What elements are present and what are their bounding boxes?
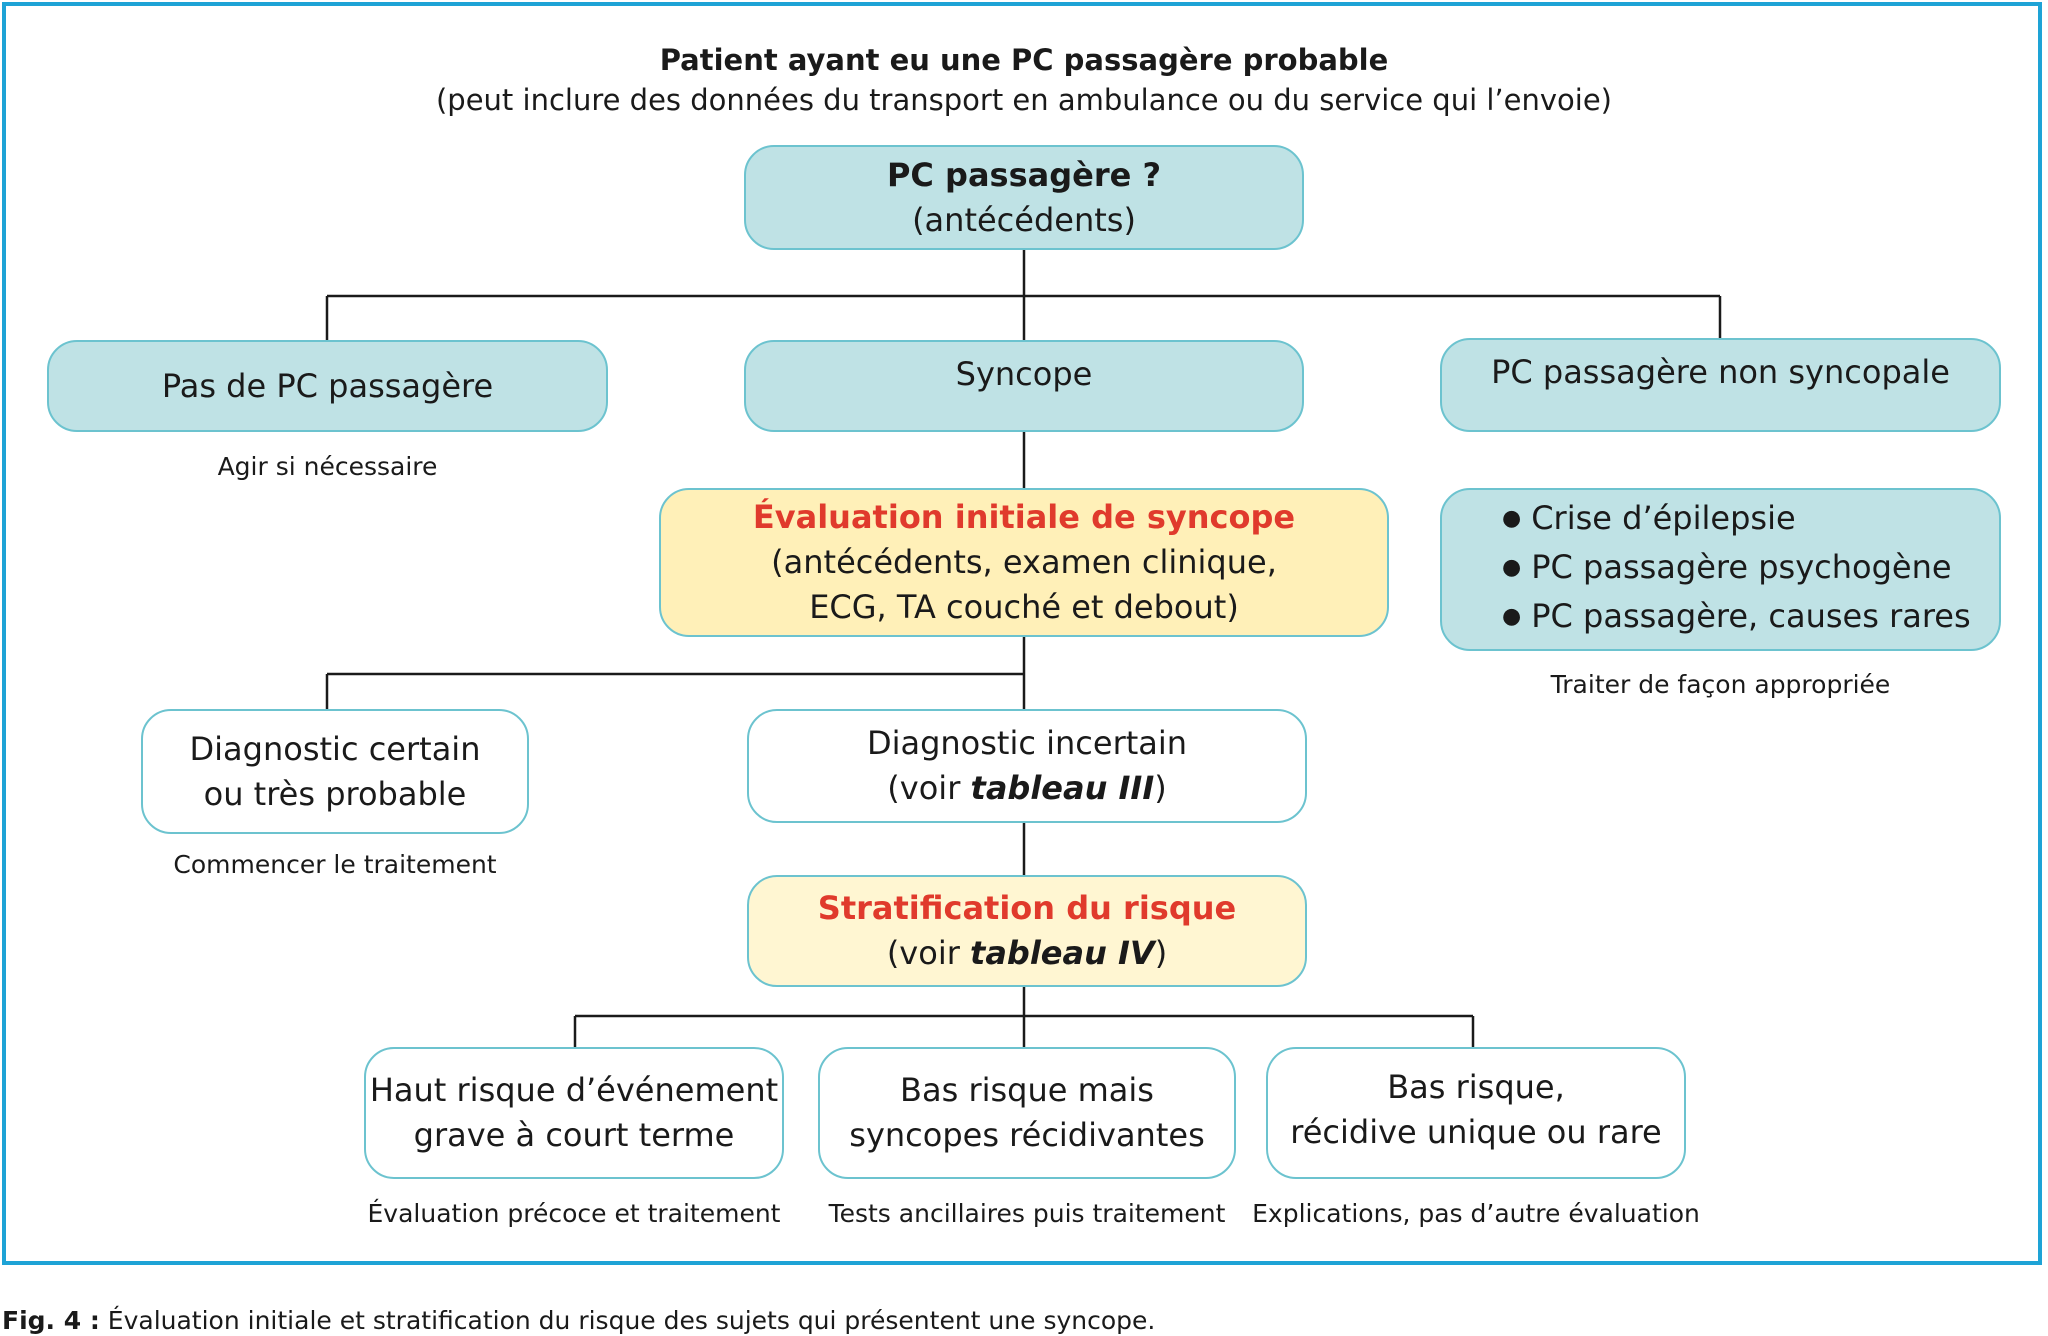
node-non-syncopal: PC passagère non syncopale (1440, 338, 2001, 432)
node-evaluation-initiale: Évaluation initiale de syncope (antécéde… (659, 488, 1389, 637)
node-bas-risque-unique-line2: récidive unique ou rare (1290, 1113, 1662, 1151)
figure-caption: Fig. 4 : Évaluation initiale et stratifi… (2, 1306, 1155, 1335)
node-stratification-title: Stratification du risque (817, 889, 1237, 927)
node-no-pc-label: Pas de PC passagère (161, 366, 494, 405)
note-bas-risque-unique: Explications, pas d’autre évaluation (1252, 1199, 1700, 1228)
ref-prefix: (voir (886, 934, 971, 972)
node-diagnostic-certain-line1: Diagnostic certain (189, 729, 481, 768)
node-evaluation-line3: ECG, TA couché et debout) (809, 588, 1239, 626)
node-diagnostic-incertain-line2: (voir tableau III) (887, 766, 1166, 811)
node-bas-risque-recidivantes-line1: Bas risque mais (900, 1071, 1154, 1109)
node-bas-risque-unique: Bas risque, récidive unique ou rare (1266, 1047, 1686, 1179)
node-bas-risque-unique-line1: Bas risque, (1387, 1068, 1565, 1106)
ref-prefix: (voir (887, 769, 971, 807)
figure-caption-text: Évaluation initiale et stratification du… (99, 1306, 1156, 1335)
node-non-syncopal-label: PC passagère non syncopale (1491, 353, 1950, 391)
node-diagnostic-incertain: Diagnostic incertain (voir tableau III) (747, 709, 1307, 823)
figure-caption-label: Fig. 4 : (2, 1306, 100, 1335)
node-pc-passagere-line1: PC passagère ? (886, 155, 1162, 194)
node-haut-risque: Haut risque d’événement grave à court te… (364, 1047, 784, 1179)
note-haut-risque: Évaluation précoce et traitement (367, 1199, 781, 1228)
note-non-syncopal: Traiter de façon appropriée (1550, 670, 1891, 699)
ref-suffix: ) (1154, 934, 1168, 972)
node-syncope: Syncope (744, 340, 1304, 432)
tableau-iv-ref: tableau IV (970, 934, 1155, 972)
node-stratification-line2: (voir tableau IV) (887, 931, 1167, 976)
node-diagnostic-incertain-line1: Diagnostic incertain (866, 724, 1188, 762)
figure-frame (2, 2, 2042, 1265)
cause-item: PC passagère psychogène (1502, 545, 1951, 594)
node-bas-risque-recidivantes-line2: syncopes récidivantes (849, 1116, 1205, 1154)
node-haut-risque-line1: Haut risque d’événement (369, 1071, 779, 1109)
node-diagnostic-certain: Diagnostic certain ou très probable (141, 709, 529, 834)
cause-item: Crise d’épilepsie (1502, 496, 1795, 545)
note-no-pc: Agir si nécessaire (217, 452, 438, 481)
node-evaluation-title: Évaluation initiale de syncope (752, 498, 1296, 536)
diagram-title: Patient ayant eu une PC passagère probab… (659, 43, 1389, 77)
cause-item: PC passagère, causes rares (1502, 594, 1970, 643)
node-haut-risque-line2: grave à court terme (413, 1116, 735, 1154)
node-syncope-label: Syncope (955, 355, 1093, 393)
node-diagnostic-certain-line2: ou très probable (203, 774, 467, 813)
node-bas-risque-recidivantes: Bas risque mais syncopes récidivantes (818, 1047, 1236, 1179)
node-evaluation-line2: (antécédents, examen clinique, (771, 543, 1277, 581)
node-pc-passagere-line2: (antécédents) (912, 200, 1136, 239)
node-non-syncopal-causes: Crise d’épilepsie PC passagère psychogèn… (1440, 488, 2001, 651)
diagram-subtitle: (peut inclure des données du transport e… (435, 83, 1612, 117)
node-pc-passagere: PC passagère ? (antécédents) (744, 145, 1304, 250)
note-diagnostic-certain: Commencer le traitement (173, 850, 497, 879)
node-stratification-risque: Stratification du risque (voir tableau I… (747, 875, 1307, 987)
tableau-iii-ref: tableau III (970, 769, 1155, 807)
ref-suffix: ) (1154, 769, 1167, 807)
node-no-pc: Pas de PC passagère (47, 340, 608, 432)
note-bas-risque-recidivantes: Tests ancillaires puis traitement (828, 1199, 1226, 1228)
